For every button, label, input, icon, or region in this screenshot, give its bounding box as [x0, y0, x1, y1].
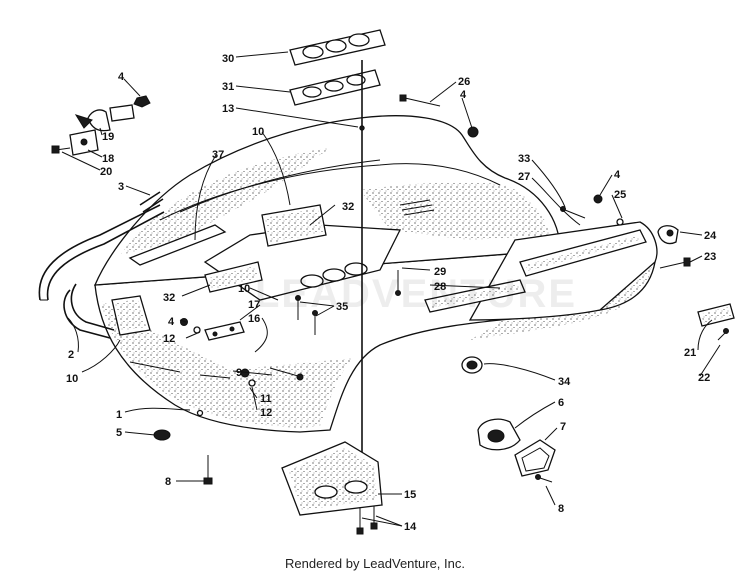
fasteners: [153, 94, 735, 535]
callout-15: 15: [404, 489, 416, 501]
callout-14: 14: [404, 521, 417, 533]
callout-11: 11: [260, 393, 272, 405]
callout-12-bottom: 12: [260, 407, 272, 419]
callout-4-right: 4: [614, 169, 621, 181]
hole-13: [359, 125, 365, 131]
callout-10-side: 10: [66, 373, 78, 385]
callout-1: 1: [116, 409, 122, 421]
callout-22: 22: [698, 372, 710, 384]
callout-25: 25: [614, 189, 626, 201]
callout-7: 7: [560, 421, 566, 433]
callout-9: 9: [236, 367, 242, 379]
gauge-plate-31: [289, 69, 381, 106]
callout-16: 16: [248, 313, 260, 325]
callout-35: 35: [336, 301, 348, 313]
callout-32-left: 32: [163, 292, 175, 304]
callout-10-top: 10: [252, 126, 264, 138]
callout-12-left: 12: [163, 333, 175, 345]
bottom-plate-15: [281, 441, 383, 516]
callout-21: 21: [684, 347, 696, 359]
watermark: LEADVENTURE: [255, 272, 578, 316]
callout-4-hinge: 4: [118, 71, 125, 83]
hinge-bracket: [51, 95, 151, 156]
callout-34: 34: [558, 376, 571, 388]
callout-31: 31: [222, 81, 234, 93]
callouts: 30 31 13 10 37 32 32 10 17 16 12 4 10 9 …: [66, 53, 717, 533]
callout-18: 18: [102, 153, 114, 165]
callout-13: 13: [222, 103, 234, 115]
callout-19: 19: [102, 131, 114, 143]
callout-6: 6: [558, 397, 564, 409]
callout-26: 26: [458, 76, 470, 88]
bumper-handle: [38, 191, 165, 339]
callout-8-left: 8: [165, 476, 171, 488]
callout-27: 27: [518, 171, 530, 183]
callout-20: 20: [100, 166, 112, 178]
callout-33: 33: [518, 153, 530, 165]
callout-24: 24: [704, 230, 717, 242]
callout-10-mid: 10: [238, 283, 250, 295]
callout-2: 2: [68, 349, 74, 361]
callout-23: 23: [704, 251, 716, 263]
leader-lines: [61, 51, 721, 527]
callout-17: 17: [248, 299, 260, 311]
hood-body: [93, 115, 658, 433]
callout-4-left: 4: [168, 316, 175, 328]
callout-32-top: 32: [342, 201, 354, 213]
callout-3: 3: [118, 181, 124, 193]
callout-37: 37: [212, 149, 224, 161]
footer-credit: Rendered by LeadVenture, Inc.: [285, 556, 465, 571]
callout-28: 28: [434, 281, 446, 293]
callout-5: 5: [116, 427, 122, 439]
callout-29: 29: [434, 266, 446, 278]
callout-4-top-right: 4: [460, 89, 467, 101]
gauge-plate-30: [289, 29, 386, 66]
callout-8-right: 8: [558, 503, 564, 515]
callout-30: 30: [222, 53, 234, 65]
